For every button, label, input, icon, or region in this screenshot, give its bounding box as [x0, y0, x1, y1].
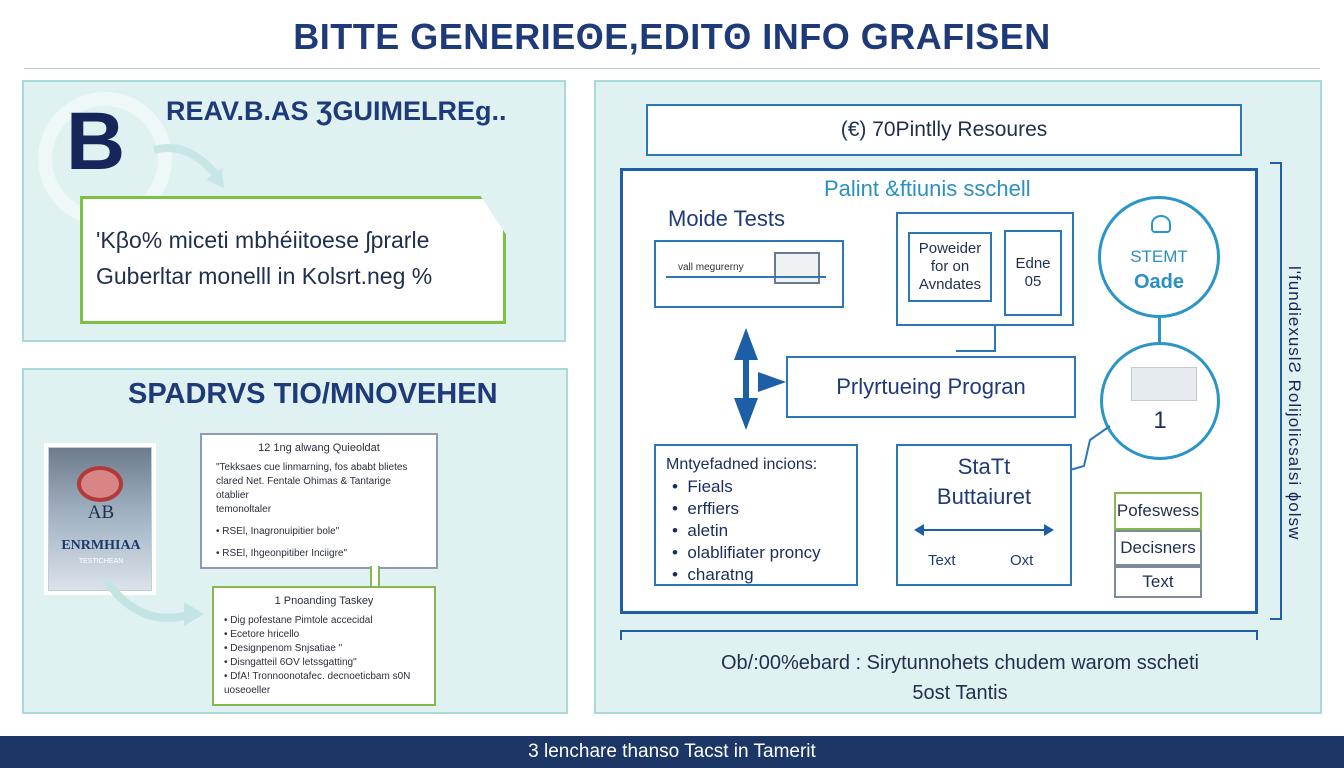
callout-box — [80, 196, 506, 324]
circle-top: STEMT Oade — [1098, 196, 1220, 318]
bottom-left-heading: SPADRVS TIO/MNOVEHEN — [128, 378, 498, 410]
mode-tests-line — [666, 276, 826, 278]
note-card-2-line-6: uoseoeller — [224, 685, 271, 696]
list-item-3: • aletin — [672, 521, 729, 540]
title-divider — [24, 68, 1320, 69]
note-card-2: 1 Pnoanding Taskey • Dig pofestane Pimto… — [212, 586, 436, 706]
bottom-bracket — [620, 630, 1258, 640]
book-line-3: TESTICHEAN — [78, 558, 124, 565]
zigzag-connector — [1069, 425, 1111, 471]
powder-card: Poweider for on Avndates — [908, 232, 992, 302]
circle-middle: 1 — [1100, 342, 1220, 460]
note-card-1-line-1: "Tekksaes cue linmarning, fos ababt blie… — [216, 462, 408, 473]
list-item-5: • charatng — [672, 565, 754, 584]
mode-tests-box: vall megurerny — [654, 240, 844, 308]
inner-title: Palint &ftiunis sschell — [824, 176, 1031, 201]
note-card-2-line-4: • Disngatteil 6OV letssgatting" — [224, 657, 357, 668]
bottom-line-1: Ob/:00%ebard : Sirytunnohets chudem waro… — [720, 652, 1200, 674]
book-line-1: AB — [87, 502, 115, 523]
laptop-icon — [774, 252, 820, 284]
curved-arrow-icon — [152, 144, 224, 188]
swoosh-arrow-icon — [102, 577, 204, 626]
start-text-left: Text — [928, 552, 956, 569]
note-card-2-line-5: • DfA! Tronnoonotafec. decnoeticbam s0N — [224, 671, 411, 682]
resources-box: (€) 70Pintlly Resoures — [646, 104, 1242, 156]
book-cover-image: AB ENRMHIAA TESTICHEAN — [48, 447, 152, 591]
edn-card: Edne 05 — [1004, 230, 1062, 316]
right-bracket — [1270, 162, 1282, 620]
top-left-heading: REAV.B.AS ƷGUIMELREg.. — [166, 96, 507, 126]
note-card-1-title: 12 1ng alwang Quieoldat — [258, 442, 380, 454]
stack-cell-2: Decisners — [1114, 530, 1202, 566]
page-title: BITTE GENERIEʘE,EDITʘ INFO GRAFISEN — [293, 16, 1051, 57]
note-card-1-line-5: • RSEl, Ihgeonpitiber Inciigre" — [216, 548, 348, 559]
start-title-2: Buttaiuret — [936, 484, 1032, 509]
list-item-2: • erffiers — [672, 499, 740, 518]
double-arrow-icon — [734, 328, 786, 430]
horizontal-arrow-icon — [914, 524, 1054, 536]
card-link-line — [956, 326, 996, 352]
note-card-2-title: 1 Pnoanding Taskey — [274, 595, 374, 607]
program-box: Prlyrtueing Progran — [786, 356, 1076, 418]
start-box: StaTt Buttaiuret Text Oxt — [896, 444, 1072, 586]
circle-middle-number: 1 — [1153, 407, 1167, 434]
book-emblem-icon — [77, 466, 123, 502]
note-card-1-line-3: temonoltaler — [216, 504, 272, 515]
vertical-caption: l'fundiexuslƧ Rolijolicsalsi ɸolsw — [1285, 266, 1304, 541]
note-card-1-line-4: • RSEl, Inagronuipitier bole" — [216, 526, 340, 537]
bottom-line-2: 5ost Tantis — [912, 682, 1008, 704]
callout-line-1: 'Kβo% miceti mbhéiitoese ʃprarle — [96, 227, 430, 253]
database-icon — [1151, 215, 1171, 233]
list-item-1: • Fieals — [672, 477, 733, 496]
circle-top-line-2: Oade — [1133, 271, 1185, 293]
list-box: Mntyefadned incions: • Fieals • erffiers… — [654, 444, 858, 586]
stack-cell-3: Text — [1114, 566, 1202, 598]
card-connector — [370, 566, 380, 588]
note-card-2-line-2: • Ecetore hricello — [224, 629, 300, 640]
note-card-1-line-2: clared Net. Fentale Ohimas & Tantarige o… — [216, 476, 391, 501]
footer-bar: 3 lenchare thanso Tacst in Tamerit — [0, 736, 1344, 768]
tablet-icon — [1131, 367, 1197, 401]
mode-tests-label: Moide Tests — [668, 206, 785, 231]
circle-top-line-1: STEMT — [1130, 247, 1188, 266]
stack-cell-1: Pofeswess — [1114, 492, 1202, 530]
footer-text: 3 lenchare thanso Tacst in Tamerit — [528, 741, 816, 762]
callout-line-2: Guberltar monelll in Kolsrt.neg % — [96, 263, 433, 289]
list-item-4: • olablifiater proncy — [672, 543, 821, 562]
mode-tests-sub: vall megurerny — [678, 262, 744, 273]
circle-link-1 — [1158, 318, 1161, 344]
list-title: Mntyefadned incions: — [666, 456, 818, 473]
note-card-2-line-3: • Designpenom Snjsatiae " — [224, 643, 343, 654]
note-card-1: 12 1ng alwang Quieoldat "Tekksaes cue li… — [200, 433, 438, 569]
start-text-right: Oxt — [1010, 552, 1034, 569]
badge-letter: B — [66, 96, 126, 187]
start-title-1: StaTt — [957, 454, 1011, 479]
book-line-2: ENRMHIAA — [61, 538, 141, 553]
note-card-2-line-1: • Dig pofestane Pimtole accecidal — [224, 615, 373, 626]
